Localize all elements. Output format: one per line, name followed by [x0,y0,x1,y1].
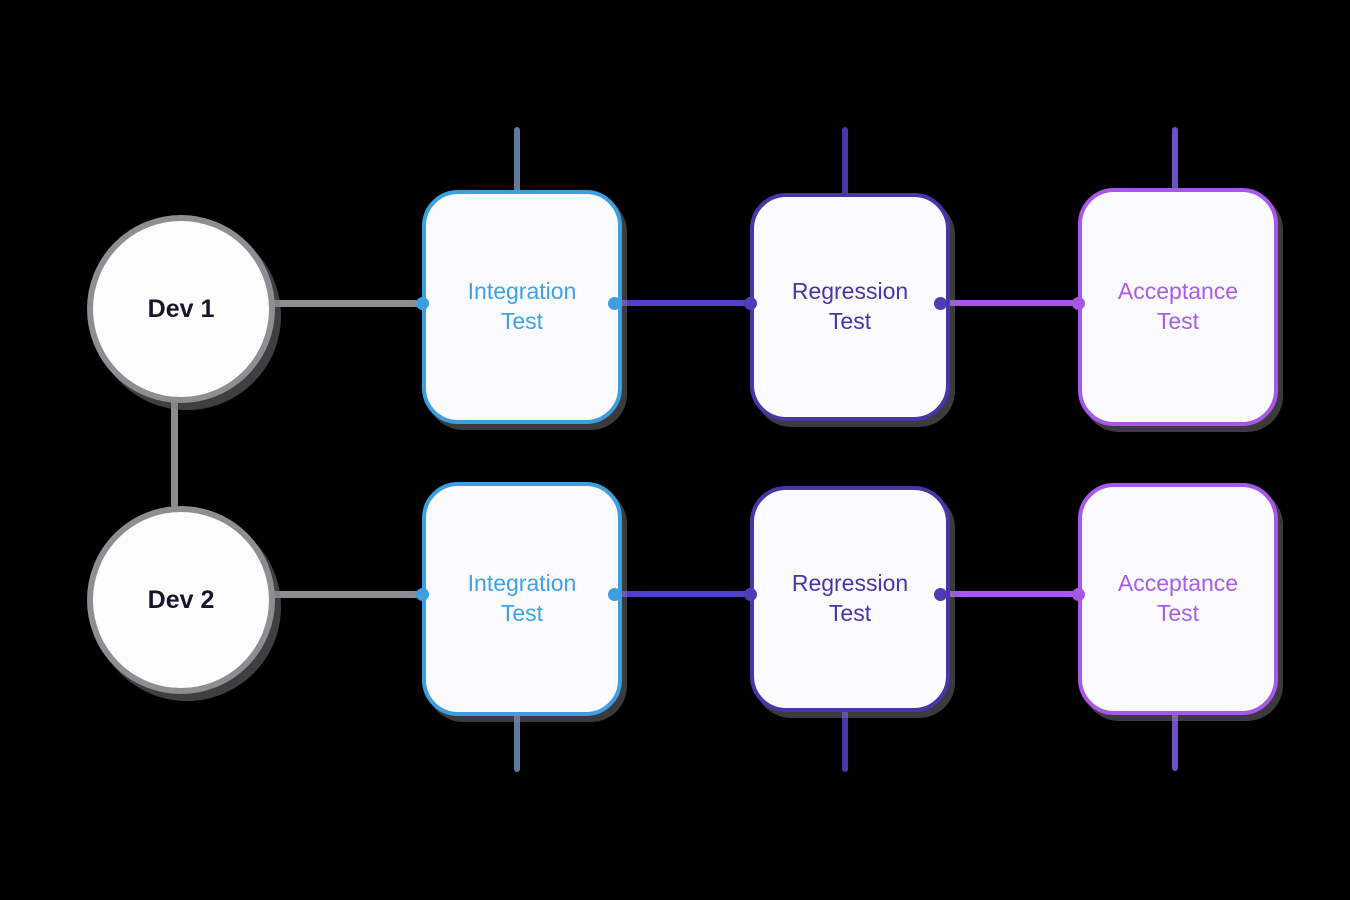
port-dot-regression-left-row2 [744,588,757,601]
dev-2-label: Dev 2 [147,585,215,614]
port-dot-regression-left-row1 [744,297,757,310]
port-dot-acceptance-left-row1 [1072,297,1085,310]
regression-test-node-row2[interactable]: Regression Test [750,486,950,712]
stub-bottom-regression-row2 [842,702,848,772]
regression-test-node-row1[interactable]: Regression Test [750,193,950,421]
port-dot-regression-right-row1 [934,297,947,310]
stub-bottom-acceptance-row2 [1172,705,1178,771]
connector-regression-acceptance-row1 [942,300,1080,306]
connector-dev1-dev2 [171,392,178,508]
acceptance-test-node-row1[interactable]: Acceptance Test [1078,188,1278,426]
connector-integration-regression-row2 [616,591,752,597]
integration-test-node-row2[interactable]: Integration Test [422,482,622,716]
acceptance-test-node-row2[interactable]: Acceptance Test [1078,483,1278,715]
port-dot-integration-right-row1 [608,297,621,310]
regression-test-label: Regression Test [791,570,909,626]
connector-dev1-integration [261,300,424,307]
port-dot-acceptance-left-row2 [1072,588,1085,601]
integration-test-node-row1[interactable]: Integration Test [422,190,622,424]
acceptance-test-label: Acceptance Test [1117,570,1239,626]
integration-test-label: Integration Test [467,278,577,334]
dev-2-node[interactable]: Dev 2 [87,506,275,694]
port-dot-integration-left-row2 [416,588,429,601]
connector-dev2-integration [261,591,424,598]
stub-bottom-integration-row2 [514,706,520,772]
integration-test-label: Integration Test [467,570,577,626]
acceptance-test-label: Acceptance Test [1117,278,1239,334]
connector-regression-acceptance-row2 [942,591,1080,597]
dev-1-label: Dev 1 [147,294,215,323]
connector-integration-regression-row1 [616,300,752,306]
stub-top-acceptance-row1 [1172,127,1178,191]
port-dot-integration-left-row1 [416,297,429,310]
regression-test-label: Regression Test [791,278,909,334]
port-dot-integration-right-row2 [608,588,621,601]
stub-top-regression-row1 [842,127,848,196]
stub-top-integration-row1 [514,127,520,193]
dev-1-node[interactable]: Dev 1 [87,215,275,403]
port-dot-regression-right-row2 [934,588,947,601]
